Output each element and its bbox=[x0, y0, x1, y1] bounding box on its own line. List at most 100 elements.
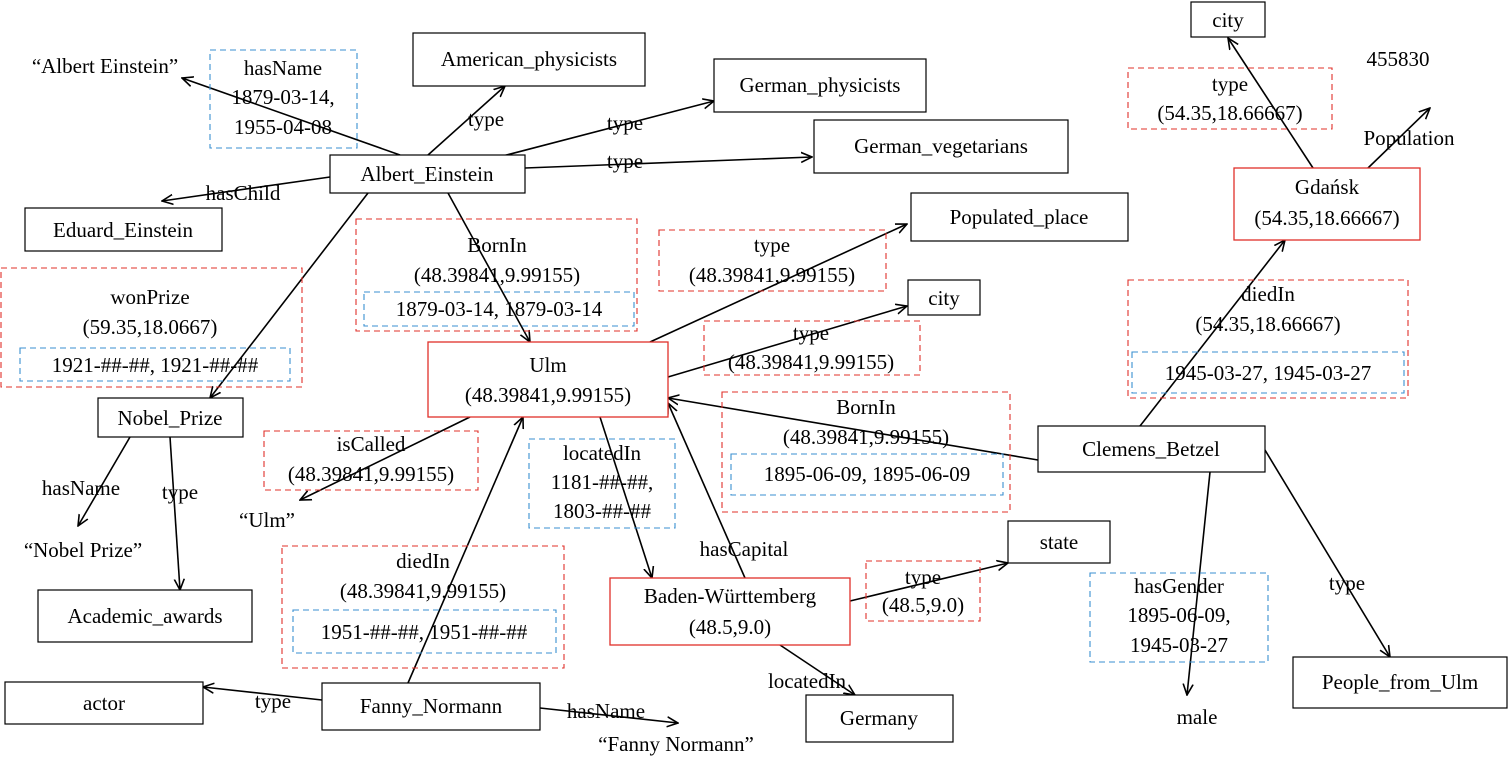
edge-ulm-type-city bbox=[667, 306, 907, 378]
qualifier-coords: (54.35,18.66667) bbox=[1195, 312, 1340, 336]
qualifier-relation-diedin: diedIn bbox=[396, 549, 450, 573]
edge-baden-type-state bbox=[849, 563, 1008, 602]
node-academic-awards[interactable]: Academic_awards bbox=[37, 589, 253, 643]
edge-labels: type type type hasChild hasName type has… bbox=[42, 107, 1455, 723]
fanny-diedin-qualifier-box bbox=[281, 545, 565, 669]
node-label: city bbox=[928, 286, 960, 310]
qualifier-relation-type: type bbox=[1212, 72, 1248, 96]
node-label: Baden-Württemberg bbox=[644, 584, 817, 608]
node-clemens-betzel[interactable]: Clemens_Betzel bbox=[1037, 425, 1266, 473]
entity-nodes: Albert_Einstein American_physicists Germ… bbox=[4, 1, 1508, 743]
qualifier-coords: (48.39841,9.99155) bbox=[340, 579, 506, 603]
edge-label-hasname: hasName bbox=[42, 476, 120, 500]
qualifier-relation-type: type bbox=[793, 321, 829, 345]
edge-fanny-hasname bbox=[539, 707, 678, 723]
node-label: Eduard_Einstein bbox=[53, 218, 193, 242]
node-baden-wurttemberg[interactable]: Baden-Württemberg (48.5,9.0) bbox=[609, 577, 851, 646]
literal-ulm-name: “Ulm” bbox=[239, 508, 295, 532]
edges bbox=[78, 38, 1430, 723]
node-german-physicists[interactable]: German_physicists bbox=[713, 58, 927, 113]
node-label: Clemens_Betzel bbox=[1082, 437, 1220, 461]
edge-ulm-iscalled bbox=[300, 416, 471, 500]
node-label: actor bbox=[83, 691, 125, 715]
edge-label-type: type bbox=[607, 149, 643, 173]
qualifier-dates: 1895-06-09, 1895-06-09 bbox=[764, 462, 970, 486]
edge-nobel-type bbox=[169, 436, 180, 590]
qualifier-coords: (48.39841,9.99155) bbox=[288, 462, 454, 486]
node-label: German_vegetarians bbox=[854, 134, 1028, 158]
node-nobel-prize[interactable]: Nobel_Prize bbox=[97, 397, 244, 438]
edge-einstein-wonprize bbox=[210, 192, 369, 398]
qualifier-relation-bornin: BornIn bbox=[467, 233, 527, 257]
qualifier-relation-type: type bbox=[905, 565, 941, 589]
node-gdansk[interactable]: Gdańsk (54.35,18.66667) bbox=[1233, 167, 1421, 241]
hasgender-qualifier-box bbox=[1089, 572, 1269, 663]
qualifier-relation-hasname: hasName bbox=[244, 56, 322, 80]
node-city-mid[interactable]: city bbox=[907, 279, 981, 316]
edge-label-locatedin: locatedIn bbox=[768, 669, 847, 693]
qualifier-relation-diedin: diedIn bbox=[1241, 282, 1295, 306]
node-people-from-ulm[interactable]: People_from_Ulm bbox=[1292, 656, 1508, 709]
wonprize-qualifier-box bbox=[0, 267, 303, 388]
einstein-hasname-qualifier-box bbox=[209, 49, 358, 149]
clemens-bornin-dates-box bbox=[730, 453, 1004, 496]
node-actor[interactable]: actor bbox=[4, 681, 204, 725]
qualifier-relation-hasgender: hasGender bbox=[1134, 574, 1224, 598]
node-germany[interactable]: Germany bbox=[805, 694, 954, 743]
node-fanny-normann[interactable]: Fanny_Normann bbox=[321, 682, 541, 731]
literal-albert-name: “Albert Einstein” bbox=[32, 54, 178, 78]
node-albert-einstein[interactable]: Albert_Einstein bbox=[329, 154, 526, 194]
qualifier-coords: (48.39841,9.99155) bbox=[783, 425, 949, 449]
node-american-physicists[interactable]: American_physicists bbox=[412, 32, 646, 87]
gdansk-city-qualifier-box bbox=[1127, 67, 1333, 130]
qualifier-coords: (59.35,18.0667) bbox=[83, 315, 218, 339]
edge-einstein-bornin bbox=[447, 192, 530, 342]
node-eduard-einstein[interactable]: Eduard_Einstein bbox=[24, 207, 223, 252]
ulm-city-qualifier-box bbox=[703, 320, 921, 376]
node-label: American_physicists bbox=[441, 47, 617, 71]
node-label: Nobel_Prize bbox=[118, 406, 223, 430]
wonprize-dates-box bbox=[19, 347, 291, 382]
node-label: Gdańsk bbox=[1295, 175, 1360, 199]
node-german-vegetarians[interactable]: German_vegetarians bbox=[813, 119, 1069, 174]
qualifier-coords: (54.35,18.66667) bbox=[1157, 101, 1302, 125]
node-label: Populated_place bbox=[950, 205, 1089, 229]
edge-baden-hascapital bbox=[668, 403, 746, 579]
clemens-bornin-qualifier-box bbox=[721, 391, 1011, 513]
qualifier-date-end: 1803-##-## bbox=[553, 499, 651, 523]
qualifier-relation-bornin: BornIn bbox=[836, 395, 896, 419]
qualifier-text: hasName 1879-03-14, 1955-04-08 BornIn (4… bbox=[52, 56, 1371, 657]
edge-einstein-type-vegetarians bbox=[524, 157, 812, 169]
literal-male: male bbox=[1177, 705, 1218, 729]
edge-label-type: type bbox=[1329, 571, 1365, 595]
node-coords: (48.5,9.0) bbox=[689, 615, 771, 639]
qualifier-dates: 1879-03-14, 1879-03-14 bbox=[396, 297, 603, 321]
edge-nobel-hasname bbox=[78, 436, 131, 526]
edge-baden-locatedin bbox=[779, 644, 855, 695]
node-coords: (48.39841,9.99155) bbox=[465, 383, 631, 407]
edge-einstein-type-german-physicists bbox=[494, 101, 714, 159]
clemens-diedin-qualifier-box bbox=[1127, 279, 1409, 399]
edge-gdansk-population bbox=[1367, 108, 1430, 169]
node-label: state bbox=[1040, 530, 1078, 554]
edge-label-haschild: hasChild bbox=[206, 181, 281, 205]
fanny-diedin-dates-box bbox=[292, 609, 557, 654]
node-label: Germany bbox=[840, 706, 919, 730]
edge-label-population: Population bbox=[1363, 126, 1455, 150]
node-label: People_from_Ulm bbox=[1322, 670, 1478, 694]
node-populated-place[interactable]: Populated_place bbox=[910, 192, 1129, 242]
qualifier-date-start: 1879-03-14, bbox=[231, 85, 334, 109]
edge-clemens-diedin bbox=[1139, 240, 1285, 427]
node-city-top[interactable]: city bbox=[1190, 1, 1266, 38]
node-state[interactable]: state bbox=[1007, 520, 1111, 564]
node-label: Academic_awards bbox=[67, 604, 222, 628]
node-ulm[interactable]: Ulm (48.39841,9.99155) bbox=[427, 341, 669, 418]
locatedin-qualifier-box bbox=[528, 438, 676, 529]
edge-einstein-hasname bbox=[182, 78, 401, 156]
edge-clemens-type-people bbox=[1264, 449, 1390, 657]
qualifier-coords: (48.5,9.0) bbox=[882, 593, 964, 617]
edge-clemens-bornin bbox=[668, 398, 1039, 461]
literal-fanny-name: “Fanny Normann” bbox=[598, 732, 754, 756]
node-label: Albert_Einstein bbox=[361, 162, 494, 186]
